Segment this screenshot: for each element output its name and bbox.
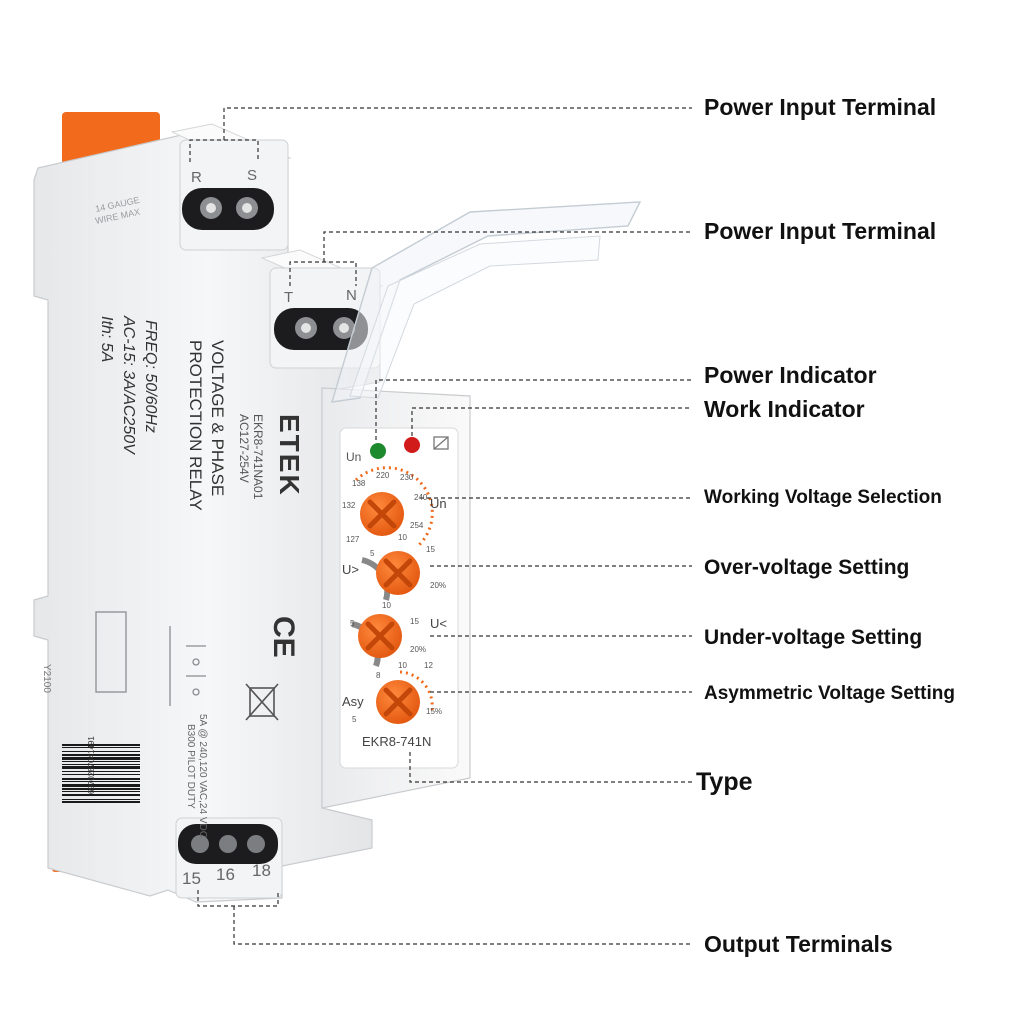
side-code: Y2100 xyxy=(41,664,52,693)
device-name-line2: PROTECTION RELAY xyxy=(186,340,205,511)
voltage-range: AC127-254V xyxy=(237,414,251,483)
callout-work-indicator: Work Indicator xyxy=(704,396,865,422)
terminal-label-s: S xyxy=(247,167,257,184)
barcode-bar xyxy=(62,764,140,765)
barcode-bar xyxy=(62,751,140,752)
barcode-bar xyxy=(62,778,140,780)
dial-label-over: U> xyxy=(342,562,359,577)
tick-under-15: 15 xyxy=(410,617,419,626)
tick-asy-15: 15% xyxy=(426,707,442,716)
callout-power-input-terminal-1: Power Input Terminal xyxy=(704,94,937,120)
callout-working-voltage-selection: Working Voltage Selection xyxy=(704,487,942,508)
spec-ith: Ith: 5A xyxy=(98,316,115,362)
tick-over-10: 10 xyxy=(398,533,407,542)
tick-un-127: 127 xyxy=(346,535,360,544)
tick-asy-12: 12 xyxy=(424,661,433,670)
dial-label-under: U< xyxy=(430,616,447,631)
terminal-label-n: N xyxy=(346,287,357,304)
barcode-bar xyxy=(62,781,140,782)
dial-asymmetric[interactable] xyxy=(376,680,420,724)
tick-over-5: 5 xyxy=(370,549,375,558)
tick-un-230: 230 xyxy=(400,473,414,482)
rating-line1: 5A @ 240,120 VAC,24 VDC xyxy=(197,714,208,838)
spec-ac15: AC-15: 3A/AC250V xyxy=(120,315,137,455)
power-led xyxy=(370,443,386,459)
callout-asymmetric-voltage-setting: Asymmetric Voltage Setting xyxy=(704,683,955,704)
leader-lines xyxy=(189,107,692,945)
tick-under-20: 20% xyxy=(410,645,426,654)
barcode-bar xyxy=(62,761,140,762)
tick-un-240: 240 xyxy=(414,493,428,502)
rating-line2: B300 PILOT DUTY xyxy=(185,724,196,809)
tick-over-15: 15 xyxy=(426,545,435,554)
output-label-18: 18 xyxy=(252,861,271,880)
barcode-digits: 6970287041491 xyxy=(87,736,96,794)
relay-icon xyxy=(433,436,449,450)
barcode-bar xyxy=(62,771,140,772)
dial-over-voltage[interactable] xyxy=(376,551,420,595)
dial-label-asy: Asy xyxy=(342,694,364,709)
tick-un-220: 220 xyxy=(376,471,390,480)
barcode-bar xyxy=(62,757,140,760)
tick-asy-10: 10 xyxy=(398,661,407,670)
tick-over-20: 20% xyxy=(430,581,446,590)
tick-asy-5: 5 xyxy=(352,715,357,724)
callout-output-terminals: Output Terminals xyxy=(704,931,893,957)
barcode-bar xyxy=(62,788,140,790)
tick-under-5: 5 xyxy=(350,619,355,628)
weee-icon xyxy=(245,683,279,721)
output-label-16: 16 xyxy=(216,865,235,884)
barcode-bar xyxy=(62,791,140,792)
terminal-slot-top xyxy=(182,188,274,230)
ce-mark: CE xyxy=(267,616,300,658)
callout-power-input-terminal-2: Power Input Terminal xyxy=(704,218,937,244)
power-indicator-label: Un xyxy=(346,450,361,464)
barcode-bar xyxy=(62,747,140,748)
tick-un-254: 254 xyxy=(410,521,424,530)
tick-asy-8: 8 xyxy=(376,671,381,680)
tick-under-10: 10 xyxy=(382,601,391,610)
barcode xyxy=(62,744,140,803)
device-name-line1: VOLTAGE & PHASE xyxy=(208,340,227,496)
output-label-15: 15 xyxy=(182,869,201,888)
callout-power-indicator: Power Indicator xyxy=(704,362,877,388)
terminal-label-t: T xyxy=(284,289,293,306)
model-code: EKR8-741NA01 xyxy=(251,414,265,500)
contact-schematic xyxy=(95,611,206,706)
dial-working-voltage[interactable] xyxy=(360,492,404,536)
barcode-bar xyxy=(62,801,140,803)
barcode-bar xyxy=(62,799,140,800)
barcode-bar xyxy=(62,794,140,796)
barcode-bar xyxy=(62,744,140,746)
callout-over-voltage-setting: Over-voltage Setting xyxy=(704,556,910,579)
callout-type: Type xyxy=(696,768,753,796)
dial-under-voltage[interactable] xyxy=(358,614,402,658)
callout-under-voltage-setting: Under-voltage Setting xyxy=(704,626,923,649)
spec-freq: FREQ: 50/60Hz xyxy=(142,320,159,433)
dial-label-un: Un xyxy=(430,496,447,511)
brand-logo: ETEK xyxy=(274,414,305,497)
type-label: EKR8-741N xyxy=(362,734,431,749)
work-led xyxy=(404,437,420,453)
barcode-bar xyxy=(62,754,140,756)
terminal-label-r: R xyxy=(191,169,202,186)
barcode-bar xyxy=(62,774,140,775)
tick-un-132: 132 xyxy=(342,501,356,510)
tick-un-138: 138 xyxy=(352,479,366,488)
barcode-bar xyxy=(62,784,140,787)
barcode-bar xyxy=(62,766,140,769)
